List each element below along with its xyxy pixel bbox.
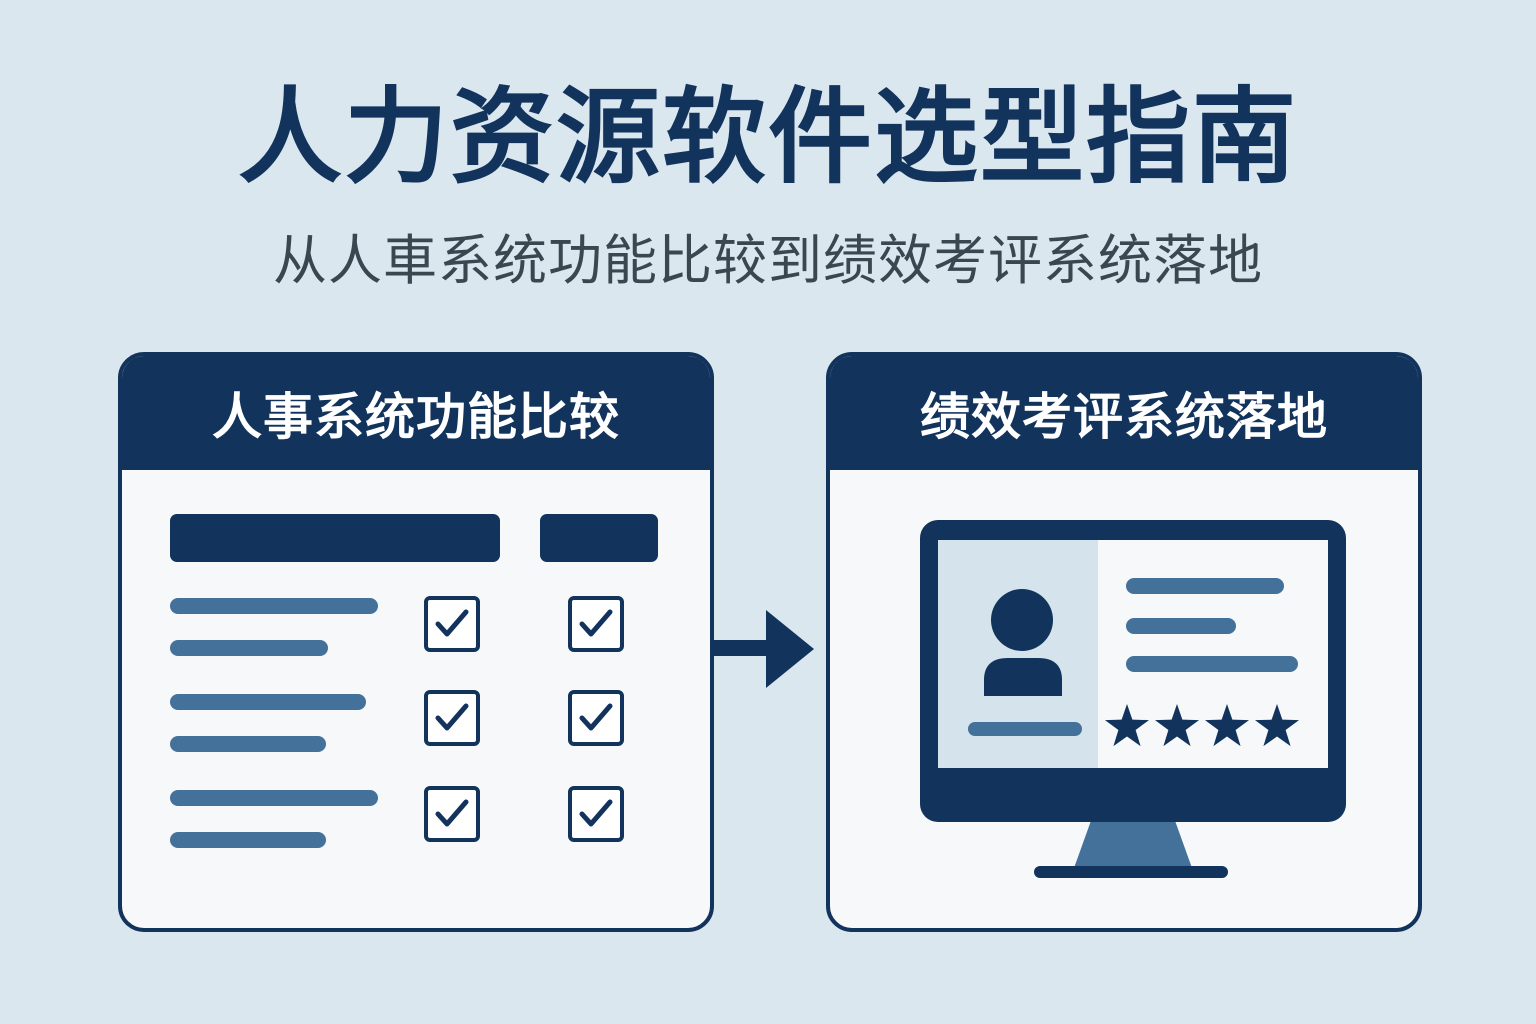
arrow-right-icon xyxy=(714,610,814,688)
checkmark-icon xyxy=(435,609,469,637)
text-line xyxy=(170,790,378,806)
star-icon xyxy=(1105,704,1149,747)
text-line xyxy=(170,736,326,752)
checkbox-icon xyxy=(568,786,624,842)
review-details xyxy=(1098,540,1328,768)
checkbox-icon xyxy=(424,690,480,746)
text-line xyxy=(170,832,326,848)
checkmark-icon xyxy=(579,703,613,731)
star-icon xyxy=(1155,704,1199,747)
page-title: 人力资源软件选型指南 xyxy=(237,76,1298,198)
text-line xyxy=(1126,578,1284,594)
checkbox-icon xyxy=(424,786,480,842)
name-line xyxy=(968,722,1082,736)
user-avatar-icon xyxy=(984,589,1062,696)
text-line xyxy=(1126,656,1298,672)
monitor-icon xyxy=(920,520,1346,822)
checkmark-icon xyxy=(579,799,613,827)
checkbox-icon xyxy=(568,596,624,652)
monitor-stand xyxy=(1074,822,1192,868)
checkmark-icon xyxy=(435,703,469,731)
star-icon xyxy=(1255,704,1299,747)
checkbox-icon xyxy=(424,596,480,652)
text-line xyxy=(170,694,366,710)
monitor-profile-icon xyxy=(830,470,1418,928)
rating-stars xyxy=(1104,704,1300,748)
checklist-table-icon xyxy=(122,470,710,928)
checkmark-icon xyxy=(435,799,469,827)
table-header-bar xyxy=(170,514,500,562)
checkbox-icon xyxy=(568,690,624,746)
panel-header-right: 绩效考评系统落地 xyxy=(830,356,1418,470)
profile-card xyxy=(938,540,1098,768)
panel-header-left: 人事系统功能比较 xyxy=(122,356,710,470)
text-line xyxy=(170,598,378,614)
text-line xyxy=(170,640,328,656)
page-subtitle: 从人車系统功能比较到绩效考评系统落地 xyxy=(273,229,1263,292)
performance-review-panel: 绩效考评系统落地 xyxy=(826,352,1422,932)
monitor-base xyxy=(1034,866,1228,878)
checkmark-icon xyxy=(579,609,613,637)
star-icon xyxy=(1205,704,1249,747)
table-header-bar xyxy=(540,514,658,562)
text-line xyxy=(1126,618,1236,634)
hr-system-comparison-panel: 人事系统功能比较 xyxy=(118,352,714,932)
